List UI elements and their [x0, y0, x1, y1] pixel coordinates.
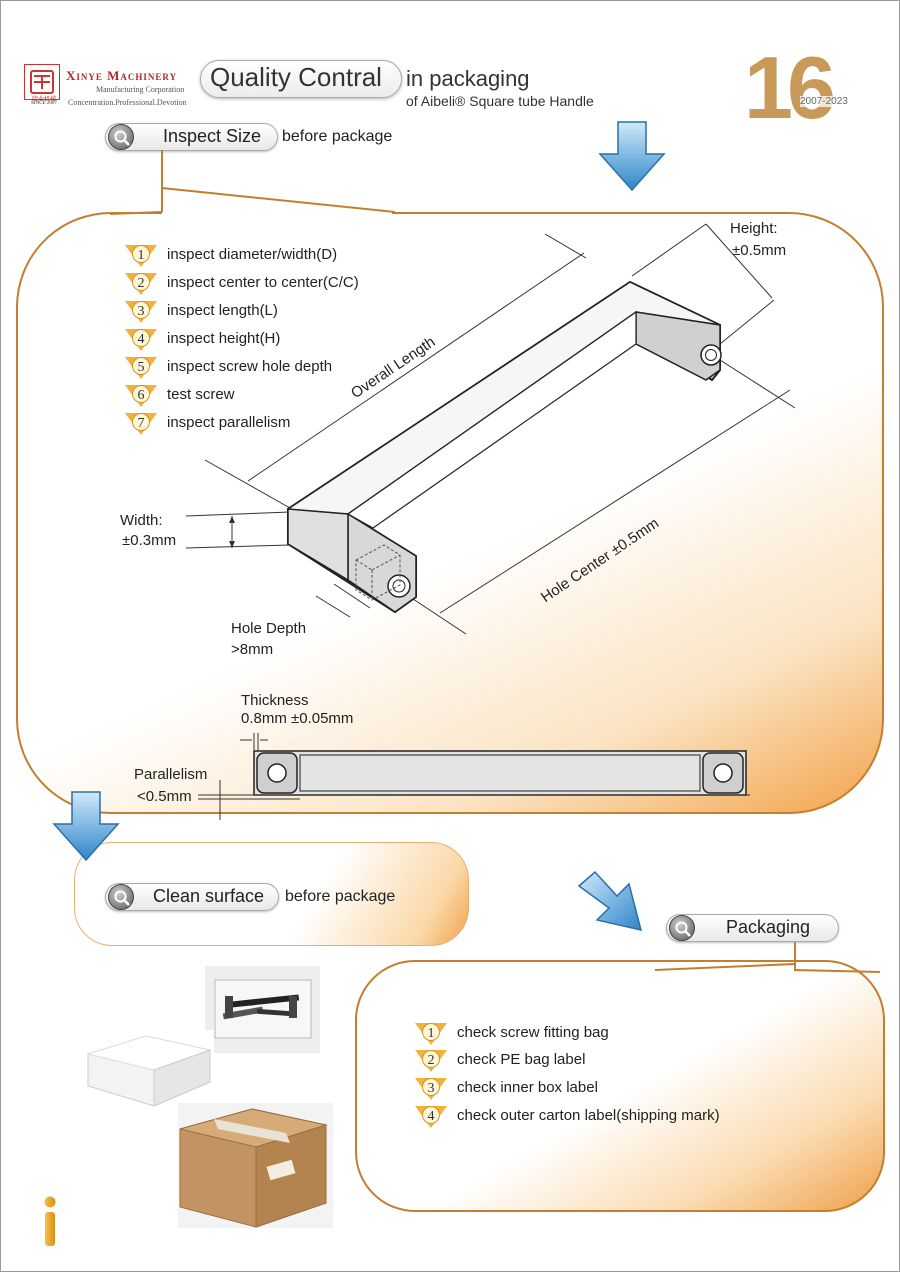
step-text: inspect height(H)	[167, 330, 281, 347]
svg-text:1: 1	[428, 1026, 435, 1041]
logo-since: SINCE 2007	[31, 101, 57, 106]
step-number-badge: 4	[124, 326, 158, 352]
step-number-badge: 1	[414, 1020, 448, 1046]
packaging-label: Packaging	[726, 917, 811, 937]
step-number-badge: 3	[124, 298, 158, 324]
magnifier-icon	[108, 124, 134, 150]
step-text: inspect parallelism	[167, 414, 291, 431]
info-icon	[40, 1195, 60, 1247]
step-number-badge: 7	[124, 410, 158, 436]
step-text: inspect screw hole depth	[167, 358, 333, 375]
title-pill	[200, 60, 402, 98]
step-text: check PE bag label	[457, 1051, 586, 1068]
inspect-size-panel	[16, 212, 884, 814]
svg-text:4: 4	[138, 332, 145, 347]
height-value: ±0.5mm	[732, 242, 787, 259]
title-suffix: in packaging	[406, 66, 530, 91]
step-text: inspect center to center(C/C)	[167, 274, 359, 291]
outer-carton-photo	[178, 1103, 333, 1228]
side-view-drawing	[198, 733, 750, 820]
inspect-size-after-text: before package	[282, 128, 393, 145]
svg-text:5: 5	[138, 360, 145, 375]
clean-surface-label: Clean surface	[153, 886, 265, 906]
step-text: inspect length(L)	[167, 302, 278, 319]
logo-chinese-text: 欣业机械	[31, 96, 56, 103]
thickness-value: 0.8mm ±0.05mm	[241, 710, 354, 727]
width-label: Width:	[120, 512, 163, 529]
svg-text:3: 3	[428, 1081, 435, 1096]
panel-tab-connector	[109, 150, 396, 215]
pe-bag-photo	[205, 966, 320, 1053]
step-text: test screw	[167, 386, 235, 403]
page-title: Quality Contral	[210, 62, 382, 92]
step-text: check inner box label	[457, 1079, 598, 1096]
inspect-size-label: Inspect Size	[163, 126, 262, 146]
parallelism-value: <0.5mm	[137, 788, 192, 805]
clean-surface-after-text: before package	[285, 888, 396, 905]
parallelism-label: Parallelism	[134, 766, 208, 783]
brand-motto: Concentration.Professional.Devotion	[68, 98, 187, 107]
svg-text:2: 2	[138, 276, 145, 291]
svg-text:4: 4	[428, 1109, 435, 1124]
brand-subtitle: Manufacturing Corporation	[96, 85, 185, 94]
step-text: inspect diameter/width(D)	[167, 246, 338, 263]
step-number-badge: 3	[414, 1075, 448, 1101]
page-subtitle: of Aibeli® Square tube Handle	[406, 93, 594, 109]
handle-technical-drawing	[185, 223, 796, 635]
hole-depth-label: Hole Depth	[231, 620, 307, 637]
packaging-panel	[355, 960, 885, 1212]
thickness-label: Thickness	[241, 692, 309, 709]
step-number-badge: 4	[414, 1103, 448, 1129]
step-text: check outer carton label(shipping mark)	[457, 1107, 720, 1124]
magnifier-icon	[669, 915, 695, 941]
company-logo	[24, 64, 60, 100]
brand-name: Xinye Machinery	[66, 68, 178, 83]
step-number-badge: 5	[124, 354, 158, 380]
svg-text:1: 1	[138, 248, 145, 263]
svg-text:7: 7	[138, 416, 145, 431]
step-number-badge: 1	[124, 242, 158, 268]
svg-text:6: 6	[138, 388, 145, 403]
magnifier-icon	[108, 884, 134, 910]
height-label: Height:	[730, 220, 778, 237]
step-text: check screw fitting bag	[457, 1024, 609, 1041]
width-value: ±0.3mm	[122, 532, 177, 549]
arrow-down-icon	[52, 790, 120, 862]
inner-box-photo	[84, 1030, 214, 1110]
year-range: 2007-2023	[800, 96, 848, 107]
step-number-badge: 6	[124, 382, 158, 408]
step-number-badge: 2	[414, 1047, 448, 1073]
clean-surface-pill	[105, 883, 279, 911]
arrow-diagonal-icon	[575, 870, 655, 940]
packaging-tab-connector	[654, 942, 881, 973]
arrow-down-icon	[598, 120, 666, 192]
page-number: 16	[744, 38, 836, 137]
hole-depth-value: >8mm	[231, 641, 274, 658]
svg-text:2: 2	[428, 1053, 435, 1068]
svg-text:3: 3	[138, 304, 145, 319]
step-number-badge: 2	[124, 270, 158, 296]
